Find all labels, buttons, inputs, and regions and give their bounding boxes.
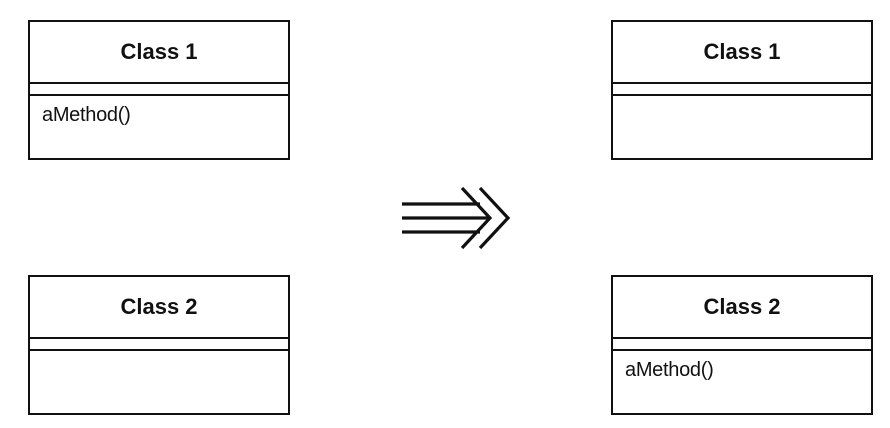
class-name: Class 2	[30, 277, 288, 339]
class-box-before-class1: Class 1 aMethod()	[28, 20, 290, 160]
class-box-before-class2: Class 2	[28, 275, 290, 415]
class-name: Class 1	[613, 22, 871, 84]
class-box-after-class2: Class 2 aMethod()	[611, 275, 873, 415]
class-attributes-compartment	[613, 84, 871, 96]
class-methods-compartment: aMethod()	[42, 104, 131, 126]
class-attributes-compartment	[30, 84, 288, 96]
class-box-after-class1: Class 1	[611, 20, 873, 160]
class-name: Class 2	[613, 277, 871, 339]
class-attributes-compartment	[30, 339, 288, 351]
class-attributes-compartment	[613, 339, 871, 351]
class-methods-compartment: aMethod()	[625, 359, 714, 381]
class-methods-compartment	[30, 351, 288, 359]
triple-line-arrow-icon	[402, 186, 511, 250]
class-methods-compartment	[613, 96, 871, 104]
class-name: Class 1	[30, 22, 288, 84]
